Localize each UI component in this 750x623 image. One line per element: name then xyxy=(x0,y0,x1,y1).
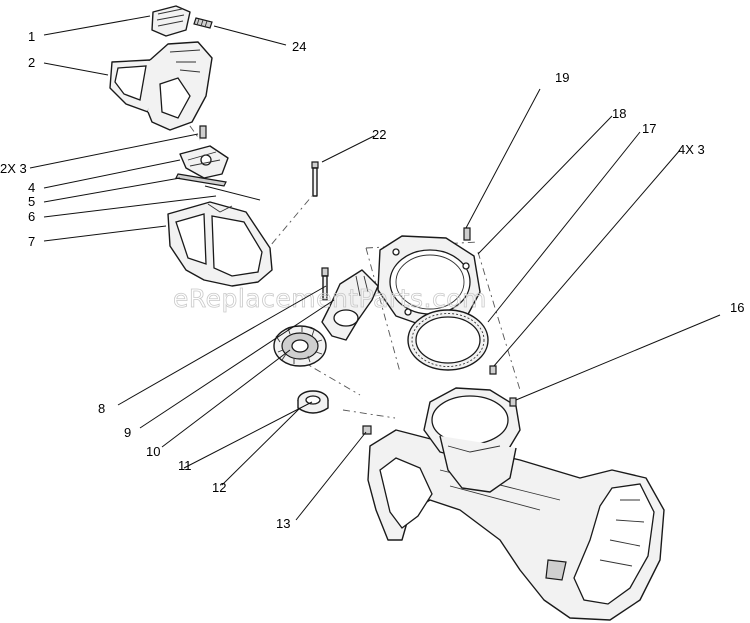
callout-8: 8 xyxy=(98,401,105,416)
callout-13: 13 xyxy=(276,516,290,531)
callout-5: 5 xyxy=(28,194,35,209)
part-16-fastener xyxy=(510,398,516,406)
callout-7: 7 xyxy=(28,234,35,249)
callout-2: 2 xyxy=(28,55,35,70)
callout-4: 4 xyxy=(28,180,35,195)
part-22-bolt xyxy=(312,162,318,196)
watermark-text: eReplacementParts.com xyxy=(173,284,487,313)
part-7-lower-chute xyxy=(168,202,272,286)
part-3-screw-ring xyxy=(490,366,496,374)
callout-12: 12 xyxy=(212,480,226,495)
part-24-spring xyxy=(194,18,212,28)
part-11-bushing xyxy=(298,391,328,413)
part-4-chute-bracket xyxy=(180,146,228,178)
callout-11: 11 xyxy=(178,458,192,473)
callout-4x3: 4X 3 xyxy=(678,142,705,157)
callout-22: 22 xyxy=(372,127,386,142)
part-6-rod xyxy=(205,186,260,200)
auger-housing xyxy=(368,388,664,620)
callout-24: 24 xyxy=(292,39,306,54)
part-1-chute-cap xyxy=(152,6,190,36)
callout-17: 17 xyxy=(642,121,656,136)
callout-6: 6 xyxy=(28,209,35,224)
callout-18: 18 xyxy=(612,106,626,121)
callout-1: 1 xyxy=(28,29,35,44)
callout-19: 19 xyxy=(555,70,569,85)
part-13-nut xyxy=(363,426,371,434)
callout-16: 16 xyxy=(730,300,744,315)
part-2-upper-chute xyxy=(110,42,212,130)
part-10-gear xyxy=(274,326,326,366)
part-17-ring-gear xyxy=(408,310,488,370)
part-3-screw-upper xyxy=(200,126,206,138)
callout-2x3: 2X 3 xyxy=(0,161,27,176)
callout-10: 10 xyxy=(146,444,160,459)
part-19-screw xyxy=(464,228,470,240)
callout-9: 9 xyxy=(124,425,131,440)
